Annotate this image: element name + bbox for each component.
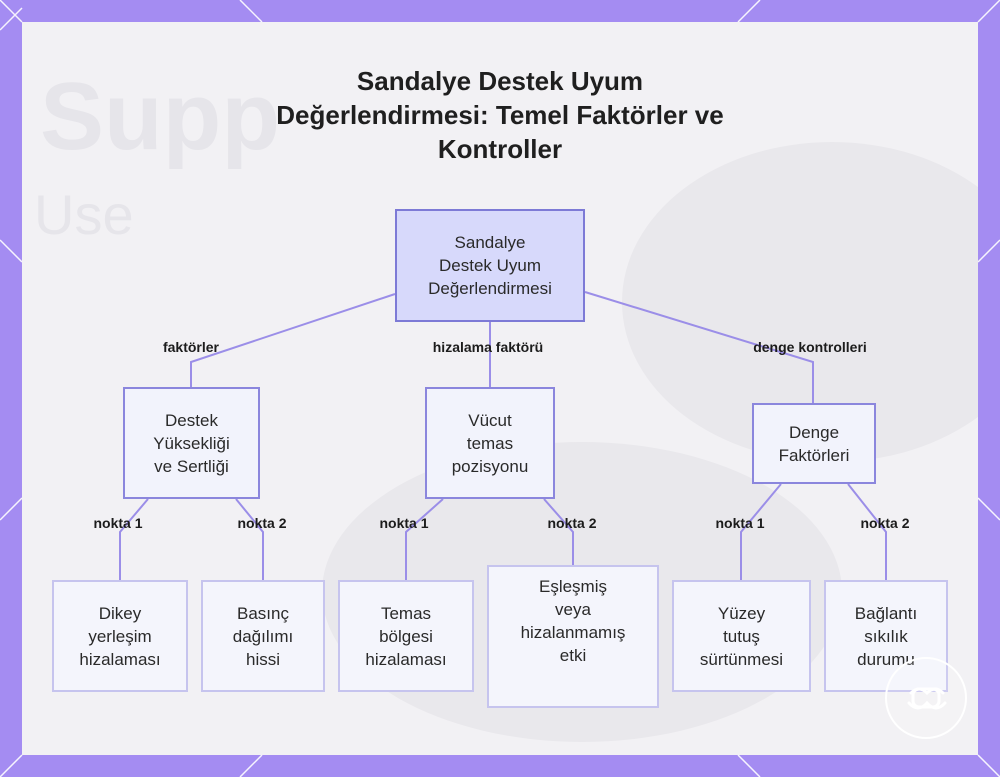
edge-label-point: nokta 2 (237, 515, 287, 531)
node-text: Yüksekliği (153, 433, 230, 453)
edge-label-point: nokta 1 (93, 515, 143, 531)
edge-label-point: nokta 2 (547, 515, 597, 531)
title-line: Sandalye Destek Uyum (356, 66, 644, 96)
node-text: sıkılık (864, 626, 908, 646)
node-text: Vücut (468, 410, 512, 430)
node-balance-factors: Denge Faktörleri (752, 403, 876, 484)
node-text: Basınç (237, 603, 289, 623)
node-text: hissi (245, 649, 280, 669)
edge-balance-connection (847, 483, 887, 580)
node-text: Temas (380, 603, 432, 623)
node-text: Bağlantı (854, 603, 918, 623)
node-text: Faktörleri (778, 445, 850, 465)
node-contact-zone: Temas bölgesi hizalaması (338, 580, 474, 692)
title-line: Kontroller (437, 134, 563, 164)
edge-root-balance (584, 291, 814, 403)
node-text: dağılımı (232, 626, 294, 646)
node-text: veya (555, 600, 591, 619)
node-text: Destek Uyum (438, 256, 542, 275)
node-text: Eşleşmiş (538, 577, 607, 596)
node-text: sürtünmesi (699, 649, 784, 669)
edge-label-point: nokta 1 (715, 515, 765, 531)
edge-body-contact (405, 498, 444, 580)
edge-label-alignment: hizalama faktörü (432, 339, 544, 355)
node-text: bölgesi (379, 626, 433, 646)
node-text: Dikey (98, 603, 142, 623)
node-text: etki (559, 646, 587, 665)
diagram-title: Sandalye Destek Uyum Değerlendirmesi: Te… (200, 64, 800, 166)
logo-icon-shape (907, 687, 947, 710)
edge-label-point: nokta 1 (379, 515, 429, 531)
node-text: Destek (165, 410, 218, 430)
edge-height-vertical (119, 498, 149, 580)
node-text: durumu (857, 649, 915, 669)
node-text: Değerlendirmesi (428, 279, 552, 298)
node-text: yerleşim (88, 626, 152, 646)
node-text: hizalanmamış (520, 623, 626, 642)
edge-balance-surface (740, 483, 782, 580)
node-connection-tightness: Bağlantı sıkılık durumu (824, 580, 948, 692)
node-support-height: Destek Yüksekliği ve Sertliği (123, 387, 260, 499)
edge-label-point: nokta 2 (860, 515, 910, 531)
node-root: Sandalye Destek Uyum Değerlendirmesi (395, 209, 585, 322)
node-vertical-alignment: Dikey yerleşim hizalaması (52, 580, 188, 692)
node-text: temas (466, 433, 514, 453)
node-text: Sandalye (454, 233, 526, 252)
node-text: pozisyonu (451, 456, 529, 476)
node-text: Yüzey (717, 603, 766, 623)
edge-height-pressure (235, 498, 264, 580)
title-line: Değerlendirmesi: Temel Faktörler ve (276, 100, 724, 130)
node-text: ve Sertliği (154, 456, 229, 476)
edge-label-balance: denge kontrolleri (753, 339, 867, 355)
edge-root-height (190, 293, 396, 387)
background-text: Supp (40, 63, 280, 170)
node-text: Denge (788, 422, 840, 442)
node-text: hizalaması (365, 649, 447, 669)
node-body-contact: Vücut temas pozisyonu (425, 387, 555, 499)
edge-label-factors: faktörler (162, 339, 220, 355)
node-text: hizalaması (79, 649, 161, 669)
node-pressure-distribution: Basınç dağılımı hissi (201, 580, 325, 692)
background-text: Use (34, 183, 134, 246)
node-text: tutuş (723, 626, 760, 646)
logo-icon (885, 657, 967, 739)
node-surface-grip: Yüzey tutuş sürtünmesi (672, 580, 811, 692)
node-matched-effect: Eşleşmiş veya hizalanmamış etki (487, 565, 659, 708)
edge-body-matched (543, 498, 574, 565)
